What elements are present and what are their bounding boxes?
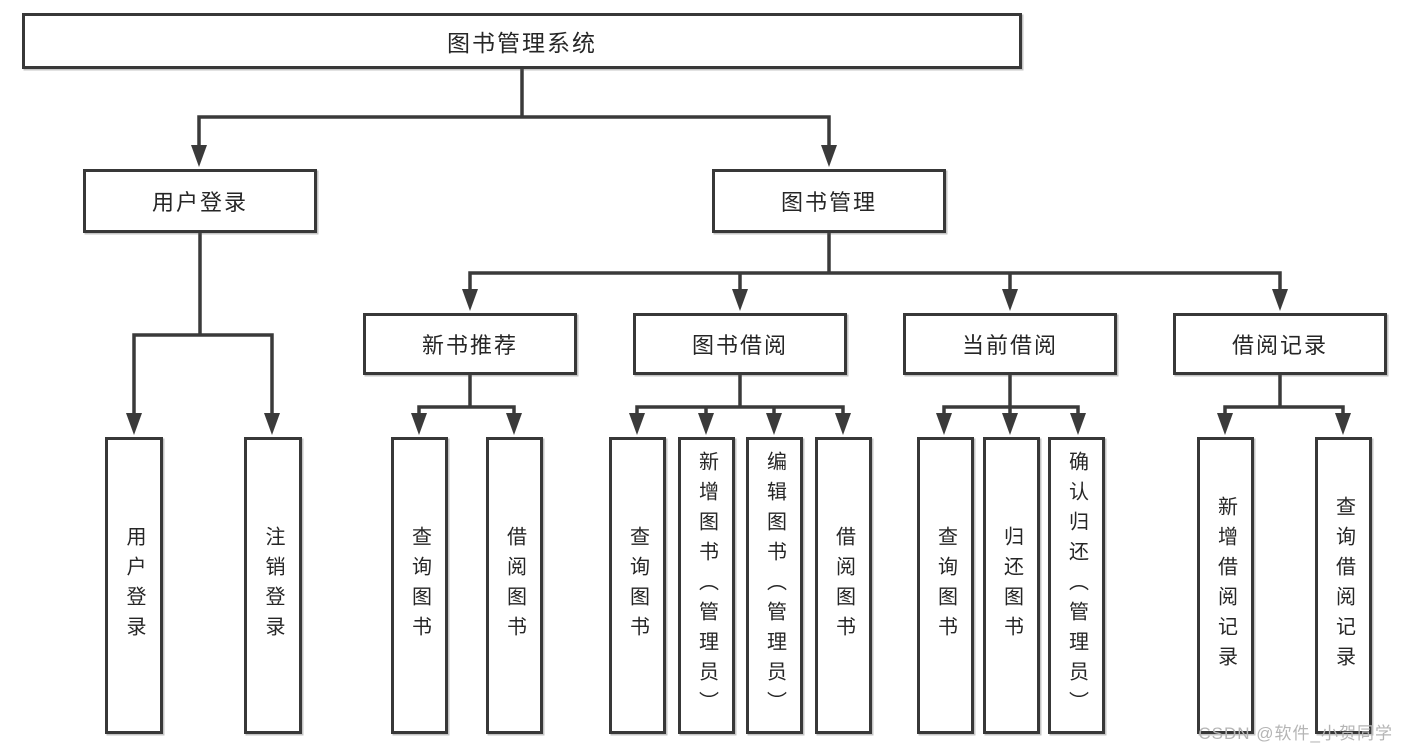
node-user-login: 用户登录 <box>83 169 317 233</box>
leaf-return-books-label: 归还图书 <box>1000 525 1023 646</box>
leaf-query-borrow-record-label: 查询借阅记录 <box>1332 495 1355 676</box>
leaf-edit-books-admin-label: 编辑图书（管理员） <box>763 450 786 721</box>
leaf-borrow-books-recommend: 借阅图书 <box>486 437 543 734</box>
leaf-add-books-admin-label: 新增图书（管理员） <box>695 450 718 721</box>
leaf-borrow-books: 借阅图书 <box>815 437 872 734</box>
leaf-add-borrow-record-label: 新增借阅记录 <box>1214 495 1237 676</box>
node-new-book-recommend: 新书推荐 <box>363 313 577 375</box>
leaf-query-books-current-label: 查询图书 <box>934 525 957 646</box>
leaf-add-borrow-record: 新增借阅记录 <box>1197 437 1254 734</box>
node-book-management-label: 图书管理 <box>780 190 877 215</box>
leaf-query-books-current: 查询图书 <box>917 437 974 734</box>
leaf-borrow-books-recommend-label: 借阅图书 <box>503 525 526 646</box>
leaf-add-books-admin: 新增图书（管理员） <box>678 437 735 734</box>
watermark: CSDN @软件_小贺同学 <box>1198 724 1393 743</box>
node-new-book-recommend-label: 新书推荐 <box>421 333 518 358</box>
node-book-borrow-label: 图书借阅 <box>691 333 788 358</box>
leaf-query-books-borrow-label: 查询图书 <box>626 525 649 646</box>
node-book-borrow: 图书借阅 <box>633 313 847 375</box>
leaf-query-books-borrow: 查询图书 <box>609 437 666 734</box>
node-borrow-records-label: 借阅记录 <box>1231 333 1328 358</box>
node-root-label: 图书管理系统 <box>447 30 597 56</box>
leaf-query-books-recommend-label: 查询图书 <box>408 525 431 646</box>
node-current-borrow-label: 当前借阅 <box>961 333 1058 358</box>
node-current-borrow: 当前借阅 <box>903 313 1117 375</box>
leaf-confirm-return-admin: 确认归还（管理员） <box>1048 437 1105 734</box>
leaf-logout-label: 注销登录 <box>262 525 284 646</box>
leaf-user-login: 用户登录 <box>105 437 163 734</box>
leaf-confirm-return-admin-label: 确认归还（管理员） <box>1065 450 1088 721</box>
leaf-query-books-recommend: 查询图书 <box>391 437 448 734</box>
leaf-user-login-label: 用户登录 <box>123 525 145 646</box>
leaf-borrow-books-label: 借阅图书 <box>832 525 855 646</box>
leaf-return-books: 归还图书 <box>983 437 1040 734</box>
node-user-login-label: 用户登录 <box>151 190 248 215</box>
leaf-edit-books-admin: 编辑图书（管理员） <box>746 437 803 734</box>
leaf-query-borrow-record: 查询借阅记录 <box>1315 437 1372 734</box>
node-root: 图书管理系统 <box>22 13 1022 69</box>
node-borrow-records: 借阅记录 <box>1173 313 1387 375</box>
node-book-management: 图书管理 <box>712 169 946 233</box>
leaf-logout: 注销登录 <box>244 437 302 734</box>
